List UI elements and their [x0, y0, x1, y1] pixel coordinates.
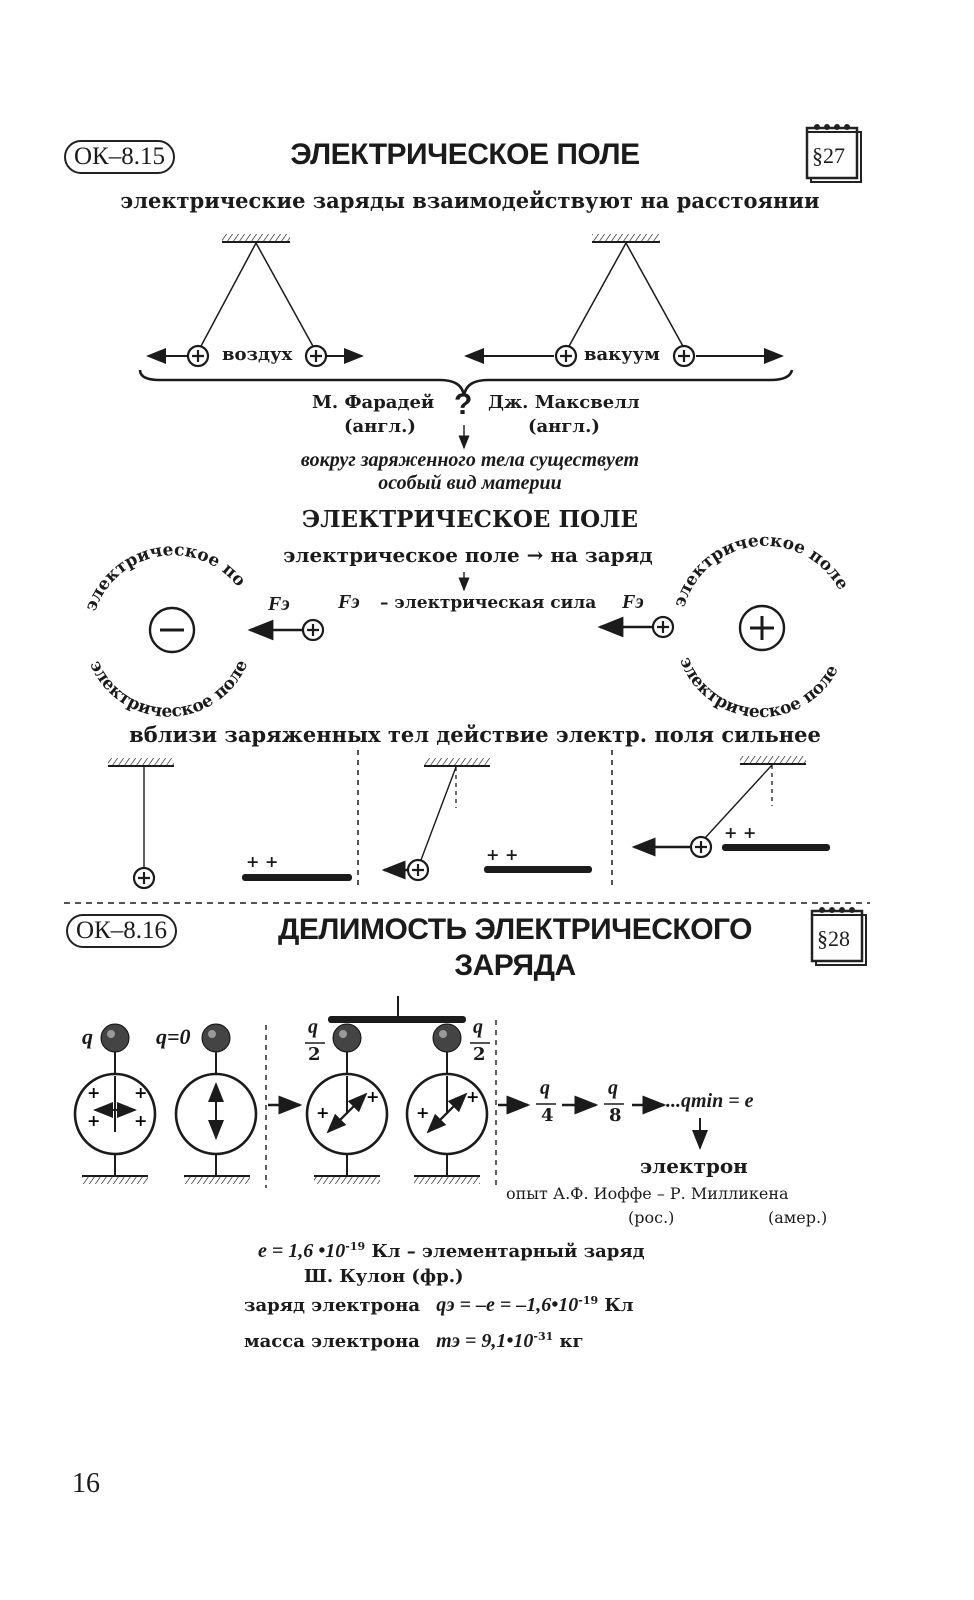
- positive-charge-large: [738, 604, 786, 652]
- electron-mass-formula: масса электрона mэ = 9,1•10-31 кг: [244, 1330, 584, 1353]
- label-air: воздух: [222, 344, 293, 365]
- electroscope-half-charge-1: + +: [305, 1023, 389, 1184]
- electroscope-charged: + + + +: [73, 1023, 157, 1184]
- electron-charge-value: qэ = –e = –1,6•10: [436, 1294, 579, 1316]
- svg-text:+: +: [134, 1111, 147, 1130]
- field-ring-label-tr: электрическое поле: [670, 531, 853, 610]
- charged-plate-3: [722, 844, 830, 851]
- positive-charge: [672, 344, 696, 368]
- electron-mass-label: масса электрона: [244, 1331, 420, 1352]
- force-symbol-left: Fэ: [268, 593, 290, 615]
- half-q-denominator-left: 2: [308, 1044, 321, 1065]
- plate-charge-label-2: + +: [486, 845, 519, 864]
- question-mark: ?: [454, 388, 473, 421]
- section-badge-ok-8-15: ОК–8.15: [64, 140, 175, 174]
- electron-charge-unit: Кл: [604, 1295, 634, 1316]
- scientist-maxwell: Дж. Максвелл: [488, 392, 640, 413]
- conclusion-line-2: особый вид материи: [378, 472, 562, 494]
- half-q-numerator-right: q: [473, 1016, 483, 1038]
- support-panel-3: [740, 756, 806, 765]
- positive-charge: [304, 344, 328, 368]
- qmin-equals-e: ...qmin = e: [666, 1090, 754, 1112]
- curly-brace: [138, 369, 794, 397]
- svg-text:+: +: [134, 1083, 147, 1102]
- paragraph-number: §28: [817, 926, 850, 951]
- pendulum-charge-3: [689, 835, 713, 859]
- test-charge-left: [301, 618, 325, 642]
- electron-charge-formula: заряд электрона qэ = –e = –1,6•10-19 Кл: [244, 1294, 633, 1317]
- quarter-q-numerator: q: [540, 1077, 550, 1099]
- pendulum-charge-2: [406, 858, 430, 882]
- svg-text:+: +: [366, 1087, 379, 1106]
- svg-text:+: +: [316, 1103, 329, 1122]
- positive-charge: [554, 344, 578, 368]
- subtitle-interaction: электрические заряды взаимодействуют на …: [120, 188, 820, 213]
- electron-mass-value: mэ = 9,1•10: [436, 1330, 534, 1352]
- support-panel-2: [424, 758, 490, 767]
- svg-text:+: +: [87, 1083, 100, 1102]
- svg-text:+: +: [416, 1103, 429, 1122]
- coulomb-credit: Ш. Кулон (фр.): [304, 1266, 464, 1287]
- conclusion-line-1: вокруг заряженного тела существует: [300, 449, 640, 471]
- label-charge-q: q: [82, 1024, 93, 1049]
- field-acts-on-charge: электрическое поле → на заряд: [283, 543, 653, 567]
- eighth-q-numerator: q: [608, 1077, 618, 1099]
- force-symbol-right: Fэ: [622, 591, 644, 613]
- electron-mass-unit: кг: [559, 1331, 584, 1352]
- near-charged-bodies: вблизи заряженных тел действие электр. п…: [129, 722, 821, 747]
- test-charge-right: [651, 615, 675, 639]
- field-ring-label-tl: электрическое поле: [0, 0, 250, 614]
- elementary-charge-description: Кл – элементарный заряд: [371, 1241, 645, 1262]
- scientist-faraday-nationality: (англ.): [344, 416, 416, 437]
- connecting-rod: [328, 996, 466, 1023]
- elementary-charge-formula: e = 1,6 •10-19 Кл – элементарный заряд: [258, 1240, 645, 1263]
- page-number: 16: [72, 1468, 100, 1499]
- positive-charge: [186, 344, 210, 368]
- plate-charge-label-1: + +: [246, 852, 279, 871]
- section-badge-ok-8-16: ОК–8.16: [66, 914, 177, 948]
- section-title-line-1: ДЕЛИМОСТЬ ЭЛЕКТРИЧЕСКОГО: [277, 913, 753, 946]
- plate-charge-label-3: + +: [724, 823, 757, 842]
- section-title-line-2: ЗАРЯДА: [454, 949, 576, 982]
- field-heading: ЭЛЕКТРИЧЕСКОЕ ПОЛЕ: [301, 506, 639, 533]
- electroscope-neutral: [174, 1023, 258, 1184]
- electroscope-half-charge-2: + +: [405, 1023, 489, 1184]
- half-q-denominator-right: 2: [473, 1044, 486, 1065]
- label-vacuum: вакуум: [584, 344, 660, 365]
- electron-mass-exponent: -31: [533, 1330, 554, 1343]
- pendulum-charge-1: [132, 866, 156, 890]
- nationality-ioffe: (рос.): [628, 1208, 675, 1227]
- section-title-electric-field: ЭЛЕКТРИЧЕСКОЕ ПОЛЕ: [290, 138, 640, 171]
- field-ring-label-bl: электрическое поле: [85, 657, 252, 722]
- charged-plate-1: [242, 874, 352, 881]
- label-electron: электрон: [640, 1154, 748, 1178]
- scientist-faraday: М. Фарадей: [312, 392, 435, 413]
- notepad-icon: [810, 905, 870, 969]
- experiment-ioffe-millikan: опыт А.Ф. Иоффе – Р. Милликена: [506, 1184, 789, 1203]
- label-charge-zero: q=0: [156, 1024, 191, 1049]
- support-panel-1: [108, 758, 174, 767]
- svg-text:+: +: [87, 1111, 100, 1130]
- notepad-icon: [805, 122, 865, 186]
- electron-charge-exponent: -19: [578, 1294, 599, 1307]
- force-definition: – электрическая сила: [380, 593, 597, 613]
- support-right: [592, 234, 660, 243]
- nationality-millikan: (амер.): [768, 1208, 828, 1227]
- elementary-charge-value: e = 1,6 •10: [258, 1240, 346, 1262]
- paragraph-number: §27: [812, 143, 845, 168]
- scientist-maxwell-nationality: (англ.): [528, 416, 600, 437]
- negative-charge: [148, 606, 196, 654]
- eighth-q-denominator: 8: [609, 1105, 622, 1126]
- support-left: [222, 234, 290, 243]
- half-q-numerator-left: q: [308, 1016, 318, 1038]
- elementary-charge-exponent: -19: [345, 1240, 366, 1253]
- electron-charge-label: заряд электрона: [244, 1295, 420, 1316]
- field-ring-label-br: электрическое поле: [675, 654, 843, 722]
- quarter-q-denominator: 4: [541, 1105, 554, 1126]
- force-symbol-center: Fэ: [338, 591, 360, 613]
- svg-text:+: +: [466, 1087, 479, 1106]
- charged-plate-2: [484, 866, 592, 873]
